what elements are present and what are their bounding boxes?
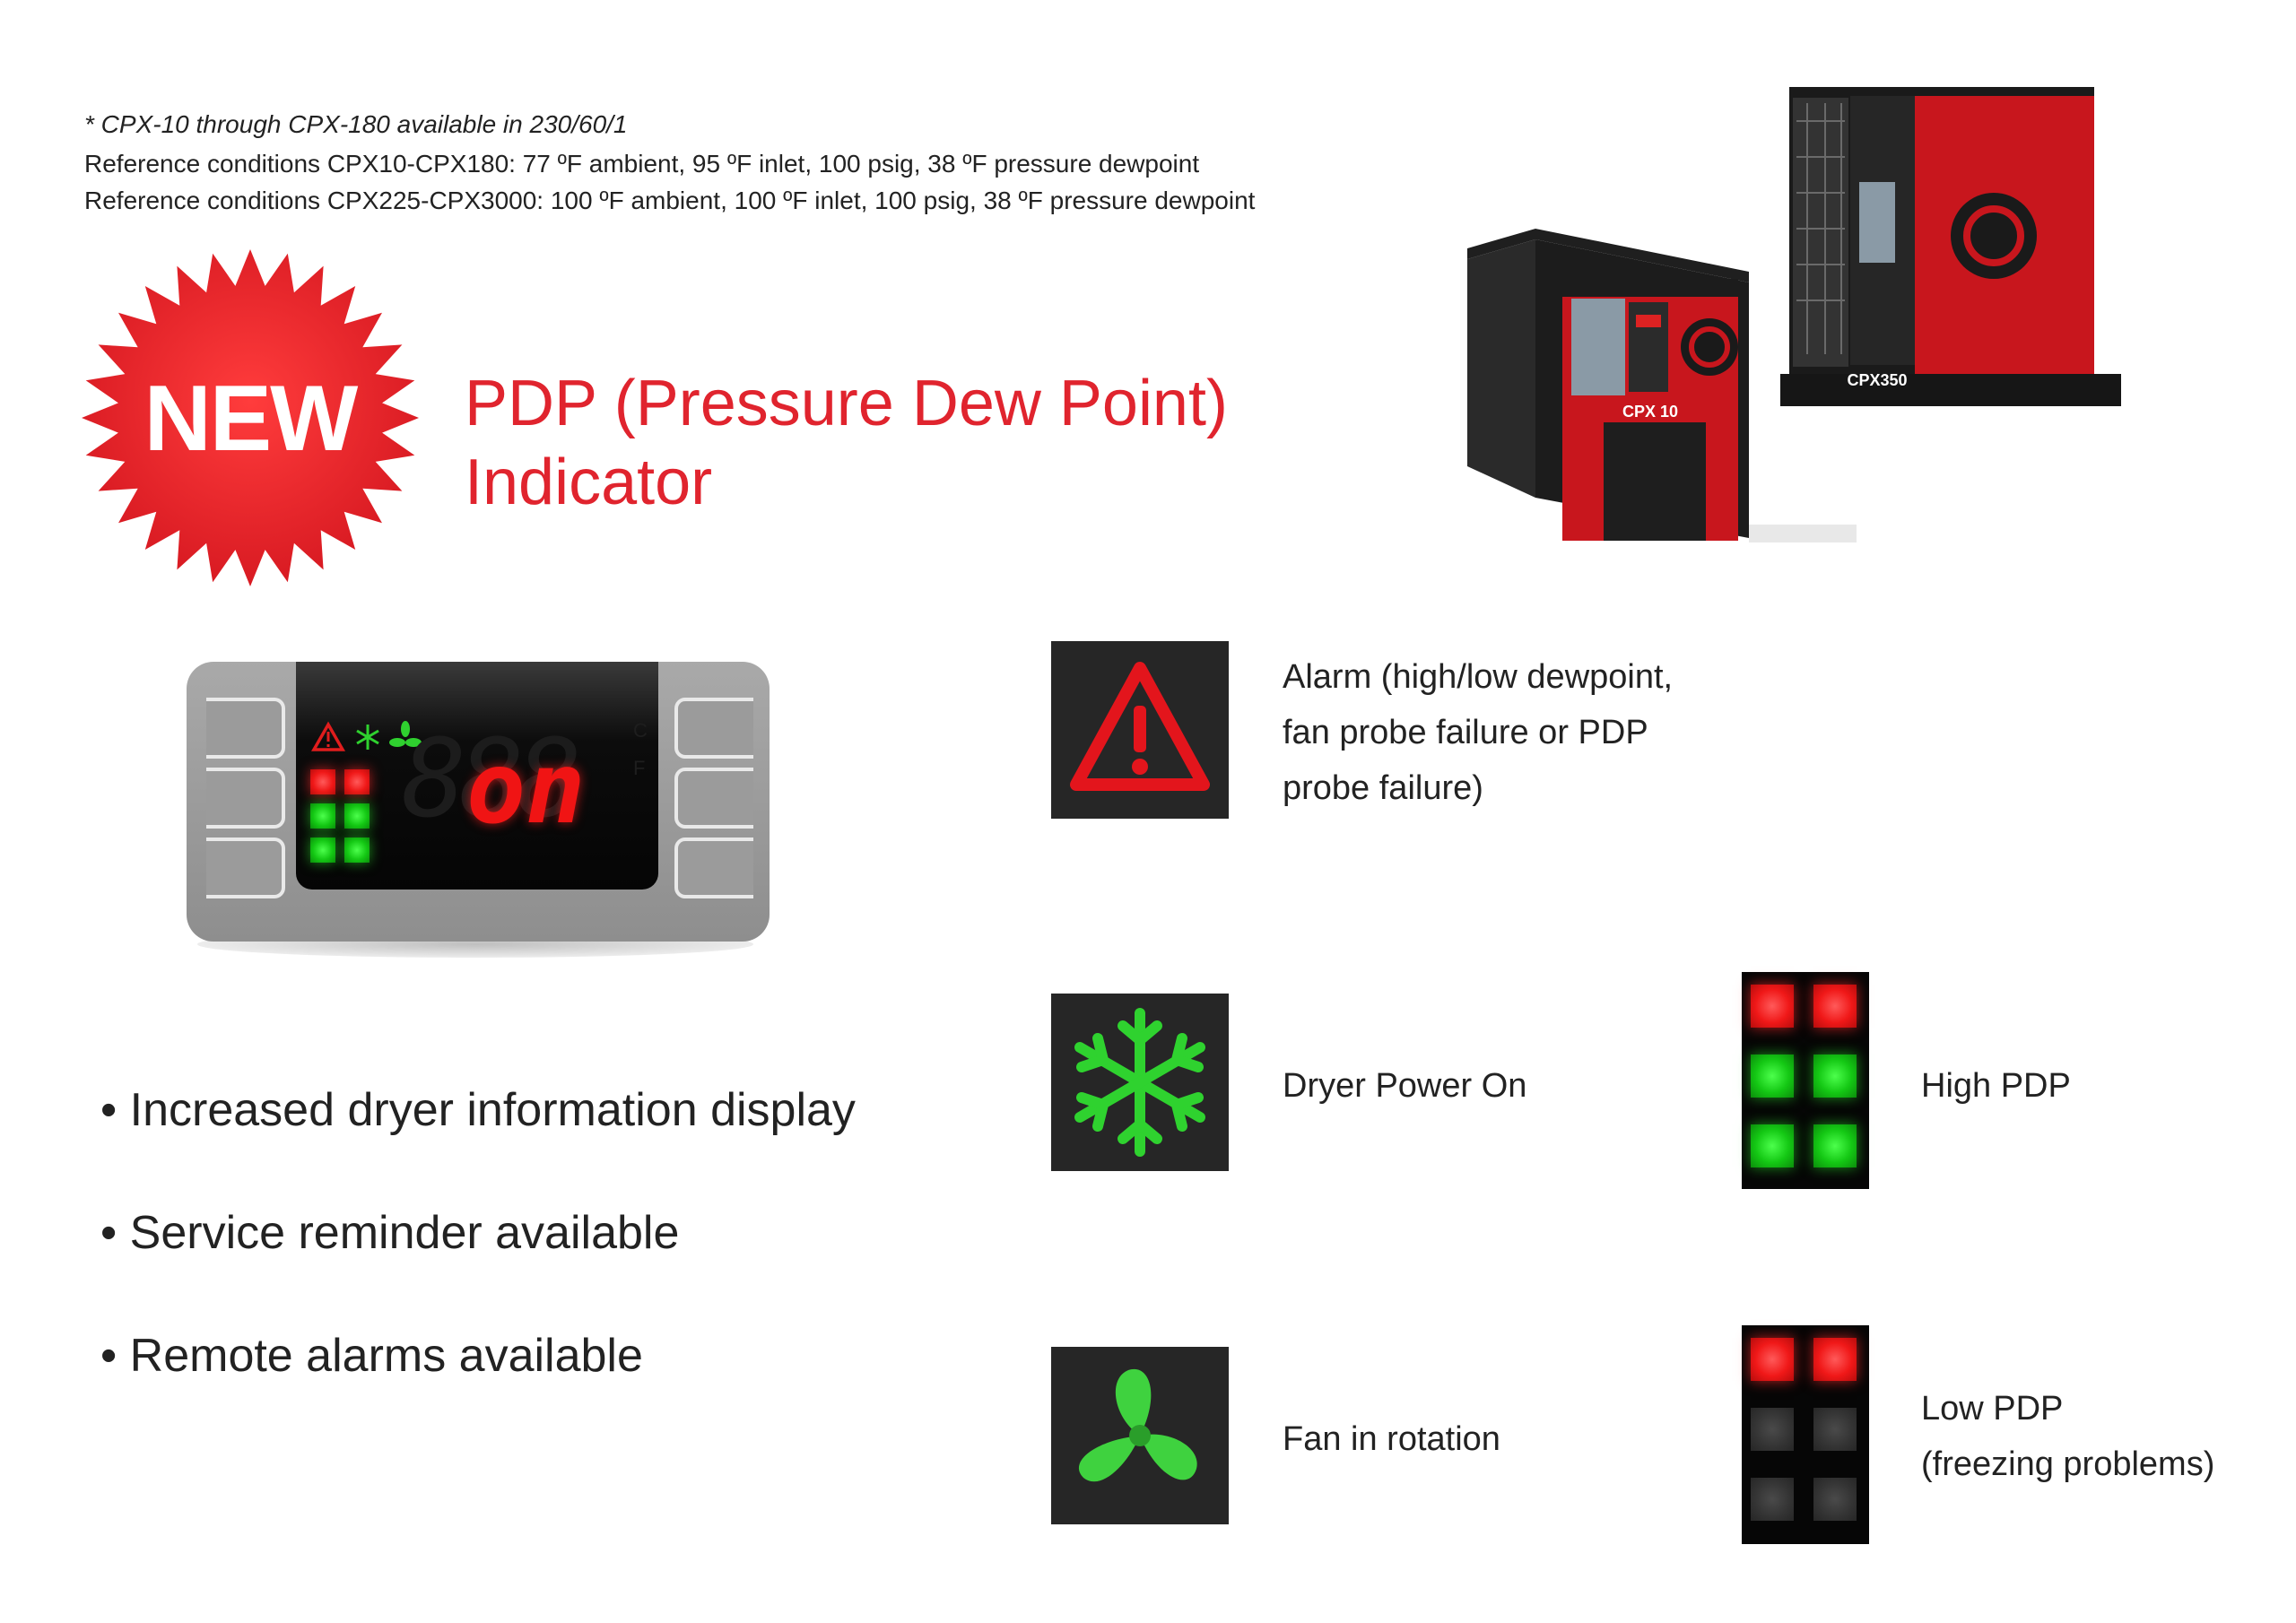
controller-button-right-1[interactable] <box>674 698 753 759</box>
low-pdp-led-1 <box>1751 1338 1794 1381</box>
controller-button-right-3[interactable] <box>674 838 753 898</box>
controller-button-left-1[interactable] <box>206 698 285 759</box>
screen-led-red-1 <box>310 769 335 794</box>
power-tile <box>1051 994 1229 1171</box>
new-badge: NEW <box>79 247 422 589</box>
snowflake-icon <box>356 725 379 750</box>
pdp-controller: 888 on C F <box>187 662 770 958</box>
feature-item-1: • Increased dryer information display <box>100 1084 856 1136</box>
controller-screen: 888 on C F <box>296 662 658 890</box>
high-pdp-label: High PDP <box>1921 1067 2071 1105</box>
unit-fahrenheit: F <box>633 757 646 779</box>
controller-button-left-2[interactable] <box>206 768 285 829</box>
cpx10-label: CPX 10 <box>1622 403 1678 421</box>
low-pdp-led-2 <box>1813 1338 1857 1381</box>
low-pdp-leds <box>1742 1325 1869 1544</box>
reference-conditions-large: Reference conditions CPX225-CPX3000: 100… <box>84 187 1256 214</box>
high-pdp-led-4 <box>1813 1055 1857 1098</box>
screen-led-green-3 <box>310 838 335 863</box>
unit-celsius: C <box>633 719 648 742</box>
alarm-description: Alarm (high/low dewpoint, fan probe fail… <box>1283 658 1674 807</box>
low-pdp-led-6 <box>1813 1478 1857 1521</box>
page-title-line2: Indicator <box>465 447 713 518</box>
alarm-tile <box>1051 641 1229 819</box>
low-pdp-led-3 <box>1751 1408 1794 1451</box>
screen-digits-ghost: 888 <box>402 717 582 842</box>
controller-button-right-2[interactable] <box>674 768 753 829</box>
new-badge-text: NEW <box>144 367 359 471</box>
high-pdp-leds <box>1742 972 1869 1189</box>
fan-tile <box>1051 1347 1229 1524</box>
warning-icon <box>310 721 346 751</box>
fan-icon <box>389 721 422 747</box>
feature-item-2: • Service reminder available <box>100 1207 680 1259</box>
starburst-icon <box>82 249 419 586</box>
reference-conditions-small: Reference conditions CPX10-CPX180: 77 ºF… <box>84 150 1200 178</box>
high-pdp-led-2 <box>1813 985 1857 1028</box>
fan-label: Fan in rotation <box>1283 1420 1500 1458</box>
feature-list: • Increased dryer information display • … <box>100 1083 856 1452</box>
fan-icon <box>1078 1368 1197 1482</box>
screen-led-green-4 <box>344 838 370 863</box>
controller-display-text: on <box>466 731 586 846</box>
product-image-cpx350: CPX350 <box>1780 85 2157 462</box>
screen-led-red-2 <box>344 769 370 794</box>
power-label: Dryer Power On <box>1283 1067 1527 1105</box>
high-pdp-led-5 <box>1751 1124 1794 1167</box>
cpx350-label: CPX350 <box>1847 371 1907 389</box>
low-pdp-led-4 <box>1813 1408 1857 1451</box>
high-pdp-led-1 <box>1751 985 1794 1028</box>
warning-icon <box>1070 662 1210 791</box>
availability-note: * CPX-10 through CPX-180 available in 23… <box>84 110 628 138</box>
page-title-line1: PDP (Pressure Dew Point) <box>465 368 1228 439</box>
high-pdp-led-3 <box>1751 1055 1794 1098</box>
screen-led-green-1 <box>310 803 335 829</box>
low-pdp-description: Low PDP (freezing problems) <box>1921 1390 2215 1483</box>
low-pdp-led-5 <box>1751 1478 1794 1521</box>
feature-item-3: • Remote alarms available <box>100 1330 643 1382</box>
screen-led-green-2 <box>344 803 370 829</box>
snowflake-icon <box>1074 1008 1205 1157</box>
controller-button-left-3[interactable] <box>206 838 285 898</box>
high-pdp-led-6 <box>1813 1124 1857 1167</box>
product-image-cpx10: CPX 10 <box>1453 229 1857 551</box>
